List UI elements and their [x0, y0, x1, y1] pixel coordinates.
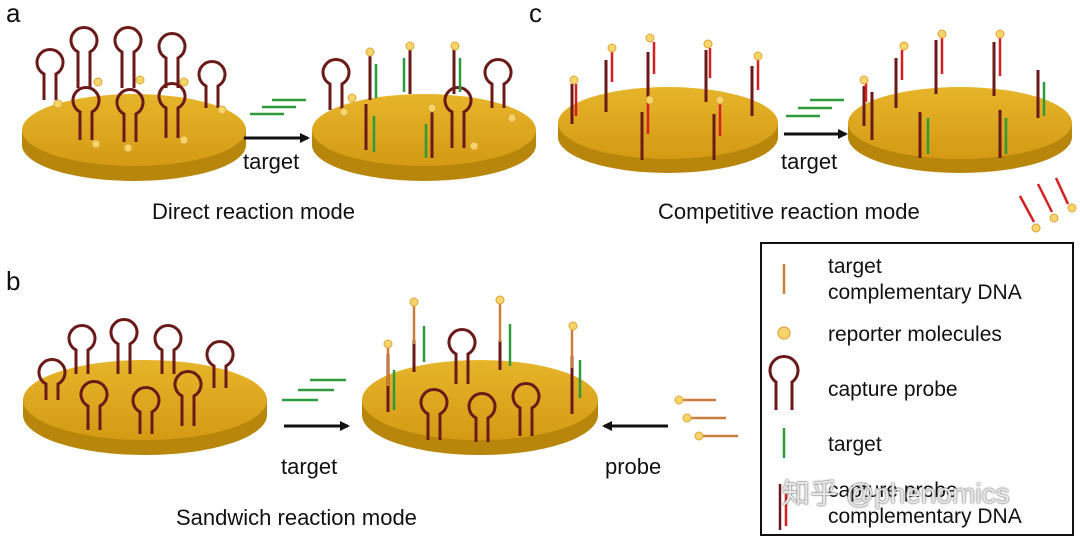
panel-c-arrow-label: target: [781, 149, 838, 174]
panel-b-mode-label: Sandwich reaction mode: [176, 505, 417, 530]
panel-c-probes-before: [570, 50, 754, 160]
panel-b-hybridized-targets: [392, 324, 582, 410]
panel-a-substrate-after: [312, 94, 536, 181]
panel-a-reporters-after: [339, 41, 517, 151]
panel-c-free-targets: [786, 98, 844, 118]
panel-b-substrate-before: [23, 360, 267, 455]
panel-c-letter: c: [529, 0, 542, 28]
legend-label-line: capture probe: [828, 378, 958, 401]
legend-item-capture-probe-complementary-dna: capture probe complementary DNA: [828, 478, 1022, 529]
panel-b-letter: b: [6, 266, 21, 296]
capture-probe-icon: [768, 355, 800, 410]
legend-item-target-complementary-dna: target complementary DNA: [828, 254, 1022, 305]
legend-label-line: target: [828, 433, 882, 456]
legend-item-reporter-molecules: reporter molecules: [828, 322, 1002, 348]
panel-c-substrate-before: [558, 87, 778, 173]
panel-c-reporters-before: [569, 33, 763, 105]
panel-c-competitive-strands-before: [574, 42, 760, 136]
panel-a-free-targets: [250, 98, 306, 116]
legend: [760, 242, 1074, 536]
panel-a-mode-label: Direct reaction mode: [152, 199, 355, 224]
panel-b-reporters-after: [383, 295, 578, 349]
panel-c-reporters-after: [859, 29, 1005, 85]
panel-a-reporters-before: [53, 75, 227, 153]
panel-c-competitive-strands-after: [864, 36, 1002, 102]
panel-c-released-strands: [1018, 177, 1077, 233]
panel-a-letter: a: [6, 0, 21, 28]
legend-item-target: target: [828, 432, 882, 458]
panel-a-hybridized-targets: [372, 58, 462, 158]
capture-probe-complementary-dna-icon: [778, 484, 788, 530]
panel-c-substrate-after: [848, 87, 1072, 173]
panel-b-substrate-after: [362, 360, 598, 455]
reporter-molecule-icon: [777, 326, 791, 340]
panel-a-arrow-label: target: [243, 149, 300, 174]
panel-c-mode-label: Competitive reaction mode: [658, 199, 920, 224]
legend-label-line: complementary DNA: [828, 280, 1022, 304]
legend-label-line: target: [828, 255, 882, 278]
panel-a-capture-probes-after: [321, 48, 513, 158]
panel-b-target-label: target: [281, 454, 338, 479]
legend-label-line: reporter molecules: [828, 323, 1002, 346]
panel-c-probes-after: [862, 40, 1040, 158]
panel-b-probe-label: probe: [605, 454, 662, 479]
legend-label-line: capture probe: [828, 479, 958, 502]
legend-label-line: complementary DNA: [828, 504, 1022, 528]
panel-a-capture-probes-before: [35, 25, 227, 142]
panel-b-capture-probes-before: [37, 317, 235, 434]
legend-item-capture-probe: capture probe: [828, 377, 958, 403]
watermark: 知乎 @phenomics: [782, 478, 1010, 509]
panel-b-free-targets: [282, 378, 346, 402]
panel-b-detection-probes: [386, 302, 574, 386]
panel-c-bound-targets: [926, 82, 1046, 154]
panel-b-free-probes: [674, 395, 738, 441]
